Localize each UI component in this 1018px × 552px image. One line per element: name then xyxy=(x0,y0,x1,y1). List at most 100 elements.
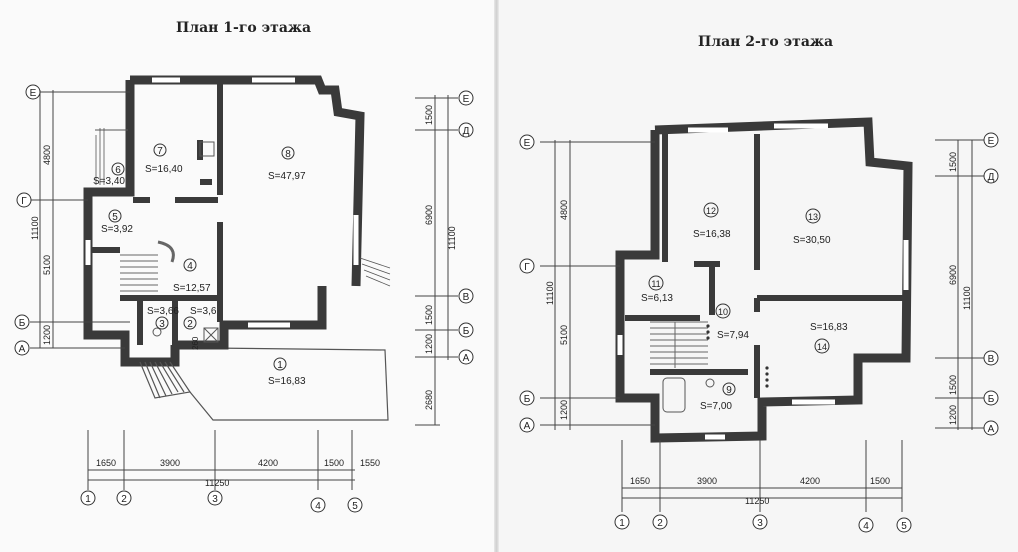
room-9-area: S=7,00 xyxy=(700,401,732,412)
svg-text:1200: 1200 xyxy=(948,405,958,425)
axis-1-marker: 1 xyxy=(80,490,96,506)
axis-B-left-marker: Б xyxy=(14,314,30,330)
floor2-windows xyxy=(617,123,909,440)
svg-text:14: 14 xyxy=(817,342,827,352)
room-5-area: S=3,92 xyxy=(101,224,133,235)
room-6-area: S=3,40 xyxy=(93,176,125,187)
svg-text:3: 3 xyxy=(757,518,763,529)
room-5-number: 5 xyxy=(112,212,118,223)
floor1-stairs xyxy=(120,240,175,292)
svg-text:1500: 1500 xyxy=(948,152,958,172)
room-8-area: S=47,97 xyxy=(268,171,306,182)
svg-text:2: 2 xyxy=(121,494,127,505)
svg-text:1500: 1500 xyxy=(948,375,958,395)
svg-text:11100: 11100 xyxy=(447,226,457,250)
room-10-marker: 10 xyxy=(715,303,731,319)
room-1-area: S=16,83 xyxy=(268,376,306,387)
room-8-marker: 8 xyxy=(281,146,295,160)
terrace-outline xyxy=(189,347,389,421)
floor1-room-labels: 1 S=16,83 2 S=3,6 3 S=3,66 4 S=12,57 5 S… xyxy=(93,143,306,387)
svg-text:А: А xyxy=(463,353,470,364)
room-14-marker: 14 xyxy=(814,338,830,354)
svg-text:11100: 11100 xyxy=(30,216,40,240)
room-3-number: 3 xyxy=(159,319,165,330)
room-3-marker: 3 xyxy=(155,316,169,330)
axis-E-left-marker: Е xyxy=(25,84,41,100)
axis-A-right-marker: А xyxy=(458,349,474,365)
sheet-divider xyxy=(494,0,499,552)
svg-text:1200: 1200 xyxy=(424,334,434,354)
svg-text:А: А xyxy=(19,344,26,355)
floor1-interior-walls xyxy=(92,84,223,345)
floor1-plan xyxy=(30,75,458,490)
svg-text:Б: Б xyxy=(524,394,531,405)
room-11-area: S=6,13 xyxy=(641,293,673,304)
svg-text:4: 4 xyxy=(863,521,869,532)
svg-text:2: 2 xyxy=(657,518,663,529)
svg-text:260: 260 xyxy=(191,336,200,350)
room-2-marker: 2 xyxy=(183,316,197,330)
room-1-marker: 1 xyxy=(273,357,287,371)
svg-text:Е: Е xyxy=(524,138,531,149)
room-4-number: 4 xyxy=(187,261,193,272)
floor1-outer-walls xyxy=(83,75,365,367)
room-7-number: 7 xyxy=(157,146,163,157)
svg-text:3900: 3900 xyxy=(697,476,717,486)
floor2-interior-walls xyxy=(625,133,903,398)
svg-text:6900: 6900 xyxy=(424,205,434,225)
axis-3-marker: 3 xyxy=(207,490,223,506)
room-8-number: 8 xyxy=(285,149,291,160)
room-2-area: S=3,6 xyxy=(190,306,217,317)
axis-5-marker: 5 xyxy=(347,497,363,513)
floor2-stairs xyxy=(650,321,708,368)
svg-text:1: 1 xyxy=(85,494,91,505)
floor2-plan xyxy=(540,117,985,512)
room-14-area: S=16,83 xyxy=(810,322,848,333)
svg-text:9: 9 xyxy=(726,385,732,396)
floor2-title: План 2-го этажа xyxy=(698,34,834,50)
floor2-room-labels: 9 S=7,00 10 S=7,94 11 S=6,13 12 S=16,38 … xyxy=(641,202,848,412)
sheet-floor2 xyxy=(497,0,1018,552)
svg-text:А: А xyxy=(524,421,531,432)
room-5-marker: 5 xyxy=(108,209,122,223)
axis2-5-marker: 5 xyxy=(896,517,912,533)
svg-text:11100: 11100 xyxy=(962,286,972,310)
axis-4-marker: 4 xyxy=(310,497,326,513)
room-3-area: S=3,66 xyxy=(147,306,179,317)
svg-text:1200: 1200 xyxy=(559,400,569,420)
floor2-door-markers xyxy=(706,324,769,388)
axis-2-marker: 2 xyxy=(116,490,132,506)
svg-text:А: А xyxy=(988,424,995,435)
floor2-dimension-lines xyxy=(540,139,985,512)
svg-text:Г: Г xyxy=(524,262,530,273)
floor2-axis-markers: 1 2 3 4 5 Е Г Б А Е Д В Б А xyxy=(519,132,999,533)
svg-text:2680: 2680 xyxy=(424,390,434,410)
room-13-marker: 13 xyxy=(805,208,821,224)
room-12-area: S=16,38 xyxy=(693,229,731,240)
svg-text:4200: 4200 xyxy=(258,458,278,468)
floor1-windows xyxy=(85,77,359,328)
axis-A-left-marker: А xyxy=(14,340,30,356)
svg-text:1200: 1200 xyxy=(42,325,52,345)
svg-text:Г: Г xyxy=(21,196,27,207)
svg-text:Д: Д xyxy=(988,172,995,183)
svg-text:1550: 1550 xyxy=(360,458,380,468)
axis-D-right-marker: Д xyxy=(458,122,474,138)
room-9-marker: 9 xyxy=(722,382,736,396)
svg-text:Д: Д xyxy=(463,126,470,137)
svg-text:Е: Е xyxy=(988,136,995,147)
axis2-B-left-marker: Б xyxy=(519,390,535,406)
room-7-area: S=16,40 xyxy=(145,164,183,175)
room-10-area: S=7,94 xyxy=(717,330,749,341)
room-11-marker: 11 xyxy=(648,275,664,291)
svg-text:4: 4 xyxy=(315,501,321,512)
svg-text:4200: 4200 xyxy=(800,476,820,486)
axis-B-right-marker: Б xyxy=(458,322,474,338)
svg-text:1500: 1500 xyxy=(424,105,434,125)
axis2-A-right-marker: А xyxy=(983,420,999,436)
axis2-A-left-marker: А xyxy=(519,417,535,433)
svg-text:Б: Б xyxy=(19,318,26,329)
room-12-marker: 12 xyxy=(703,202,719,218)
axis2-D-right-marker: Д xyxy=(983,168,999,184)
svg-text:1500: 1500 xyxy=(324,458,344,468)
